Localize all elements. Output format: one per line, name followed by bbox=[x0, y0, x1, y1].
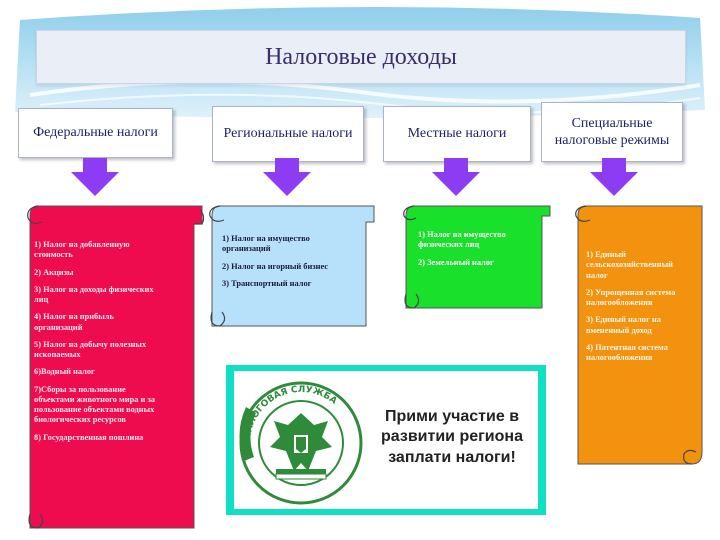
scroll-special: 1) Единый сельскохозяйственный налог 2) … bbox=[572, 202, 704, 468]
scroll-shape bbox=[575, 205, 703, 465]
banner-slogan: Прими участие в развитии региона заплати… bbox=[381, 408, 523, 466]
list-item: 4) Патентная система налогообложения bbox=[586, 342, 668, 362]
promo-banner: НАЛОГОВАЯ СЛУЖБА Прими участие в развити… bbox=[226, 365, 546, 515]
category-special: Специальные налоговые режимы bbox=[541, 102, 683, 162]
local-tax-list: 1) Налог на имущество физических лиц 2) … bbox=[418, 230, 530, 275]
banner-panel: НАЛОГОВАЯ СЛУЖБА Прими участие в развити… bbox=[234, 371, 538, 509]
scroll-shape bbox=[209, 205, 375, 327]
arrow-down-icon bbox=[263, 158, 311, 196]
arrow-down-icon bbox=[432, 158, 480, 196]
list-item: 6)Водный налог bbox=[34, 367, 95, 377]
scroll-shape bbox=[403, 205, 551, 309]
federal-tax-list: 1) Налог на добавленную стоимость 2) Акц… bbox=[34, 240, 164, 450]
list-item: 5) Налог на добычу полезных ископаемых bbox=[34, 339, 147, 359]
list-item: 3) Транспортный налог bbox=[222, 278, 312, 288]
arrow-down-icon bbox=[590, 158, 638, 196]
scroll-federal: 1) Налог на добавленную стоимость 2) Акц… bbox=[24, 202, 204, 532]
list-item: 7)Сборы за пользование объектами животно… bbox=[34, 384, 156, 425]
regional-tax-list: 1) Налог на имущество организаций 2) Нал… bbox=[222, 234, 358, 296]
arrow-down-icon bbox=[71, 158, 119, 196]
list-item: 3) Налог на доходы физических лиц bbox=[34, 284, 154, 304]
scroll-regional: 1) Налог на имущество организаций 2) Нал… bbox=[206, 202, 376, 330]
fns-logo: НАЛОГОВАЯ СЛУЖБА bbox=[239, 381, 363, 505]
list-item: 2) Земельный налог bbox=[418, 257, 494, 267]
special-regime-list: 1) Единый сельскохозяйственный налог 2) … bbox=[586, 250, 694, 370]
list-item: 8) Государственная пошлина bbox=[34, 432, 144, 442]
list-item: 2) Налог на игорный бизнес bbox=[222, 261, 329, 271]
list-item: 2) Упрощенная система налогообложения bbox=[586, 287, 676, 307]
list-item: 1) Единый сельскохозяйственный налог bbox=[586, 250, 673, 280]
page-title: Налоговые доходы bbox=[36, 30, 686, 84]
list-item: 3) Единый налог на вмененный доход bbox=[586, 315, 661, 335]
category-local: Местные налоги bbox=[383, 106, 531, 162]
list-item: 1) Налог на добавленную стоимость bbox=[34, 240, 130, 260]
scroll-local: 1) Налог на имущество физических лиц 2) … bbox=[400, 202, 552, 312]
category-federal: Федеральные налоги bbox=[18, 108, 173, 158]
scroll-shape bbox=[27, 205, 204, 529]
list-item: 2) Акцизы bbox=[34, 267, 74, 277]
list-item: 4) Налог на прибыль организаций bbox=[34, 312, 114, 332]
list-item: 1) Налог на имущество организаций bbox=[222, 234, 310, 254]
list-item: 1) Налог на имущество физических лиц bbox=[418, 230, 506, 250]
category-regional: Региональные налоги bbox=[212, 106, 364, 162]
